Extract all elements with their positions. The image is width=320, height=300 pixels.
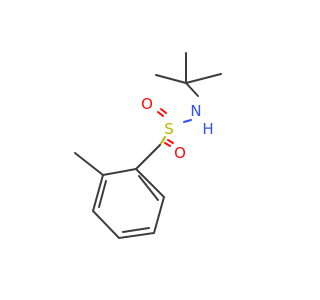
benzene-inner-bond-2 xyxy=(122,227,150,233)
bond-sulfur-oxygen-top-a xyxy=(157,111,164,117)
bond-methylene-segment xyxy=(149,144,161,156)
molecule-structure: O O S N H xyxy=(74,52,222,240)
bond-sulfur-oxygen-bottom-a xyxy=(167,139,174,144)
bond-ring-to-methyl xyxy=(74,152,104,176)
benzene-inner-bond-1 xyxy=(98,180,107,208)
sulfur-label: S xyxy=(164,120,174,138)
bond-nitrogen-to-sulfur xyxy=(183,119,192,123)
oxygen-top-label: O xyxy=(141,95,153,113)
bond-tbu-methyl-right xyxy=(185,73,222,84)
bond-sulfur-to-methylene xyxy=(159,136,166,146)
bond-methylene-to-ring xyxy=(135,154,151,170)
bond-sulfur-oxygen-bottom-b xyxy=(164,142,171,147)
nitrogen-label: N xyxy=(190,102,201,120)
amine-hydrogen-label: H xyxy=(202,120,213,138)
benzene-ring xyxy=(91,167,166,240)
oxygen-bottom-label: O xyxy=(174,144,186,162)
benzene-inner-bond-3 xyxy=(138,175,159,201)
bond-tbu-to-nitrogen xyxy=(185,82,199,97)
bond-tbu-methyl-left xyxy=(155,74,187,84)
bond-sulfur-oxygen-top-b xyxy=(160,108,167,114)
